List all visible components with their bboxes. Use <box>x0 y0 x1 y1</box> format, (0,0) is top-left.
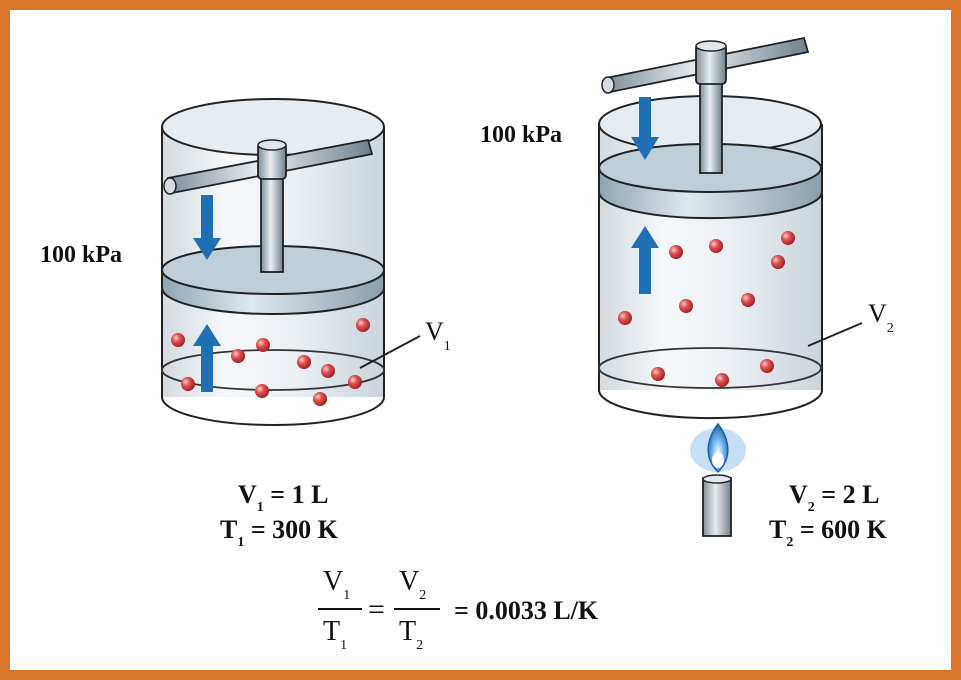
molecule <box>255 384 269 398</box>
left-arrow-up <box>193 324 221 392</box>
molecule <box>771 255 785 269</box>
left-volume-equation: V1 = 1 L <box>238 480 328 515</box>
right-volume-pointer <box>807 322 863 347</box>
molecule <box>356 318 370 332</box>
right-molecules <box>618 231 795 387</box>
bunsen-burner <box>690 422 746 537</box>
molecule <box>715 373 729 387</box>
formula-numerator-2: V2 <box>399 566 426 603</box>
molecule <box>297 355 311 369</box>
left-pressure-label: 100 kPa <box>40 242 122 268</box>
right-pressure-label: 100 kPa <box>480 122 562 148</box>
formula-numerator-1: V1 <box>323 566 350 603</box>
charles-law-formula: V1 T1 = V2 T2 = 0.0033 L/K <box>318 566 599 653</box>
left-arrow-down <box>193 195 221 260</box>
molecule <box>348 375 362 389</box>
molecule <box>171 333 185 347</box>
molecule <box>709 239 723 253</box>
right-arrow-down <box>631 97 659 160</box>
molecule <box>321 364 335 378</box>
left-molecules <box>171 318 370 406</box>
right-arrow-up <box>631 226 659 294</box>
left-volume-pointer <box>359 335 421 369</box>
molecule <box>256 338 270 352</box>
molecule <box>618 311 632 325</box>
formula-denominator-1: T1 <box>323 616 347 653</box>
left-temperature-equation: T1 = 300 K <box>220 515 339 550</box>
right-temperature-equation: T2 = 600 K <box>769 515 888 550</box>
molecule <box>669 245 683 259</box>
molecule <box>781 231 795 245</box>
molecule <box>231 349 245 363</box>
formula-result: = 0.0033 L/K <box>454 596 599 625</box>
right-piston <box>598 143 823 220</box>
molecule <box>741 293 755 307</box>
molecule <box>679 299 693 313</box>
molecule <box>181 377 195 391</box>
molecule <box>313 392 327 406</box>
right-volume-label: V2 <box>868 299 894 336</box>
molecule <box>651 367 665 381</box>
formula-denominator-2: T2 <box>399 616 423 653</box>
left-volume-label: V1 <box>425 317 451 354</box>
formula-equals: = <box>368 593 385 626</box>
right-handle <box>601 36 810 174</box>
left-handle <box>163 138 374 273</box>
right-volume-equation: V2 = 2 L <box>789 480 879 515</box>
molecule <box>760 359 774 373</box>
